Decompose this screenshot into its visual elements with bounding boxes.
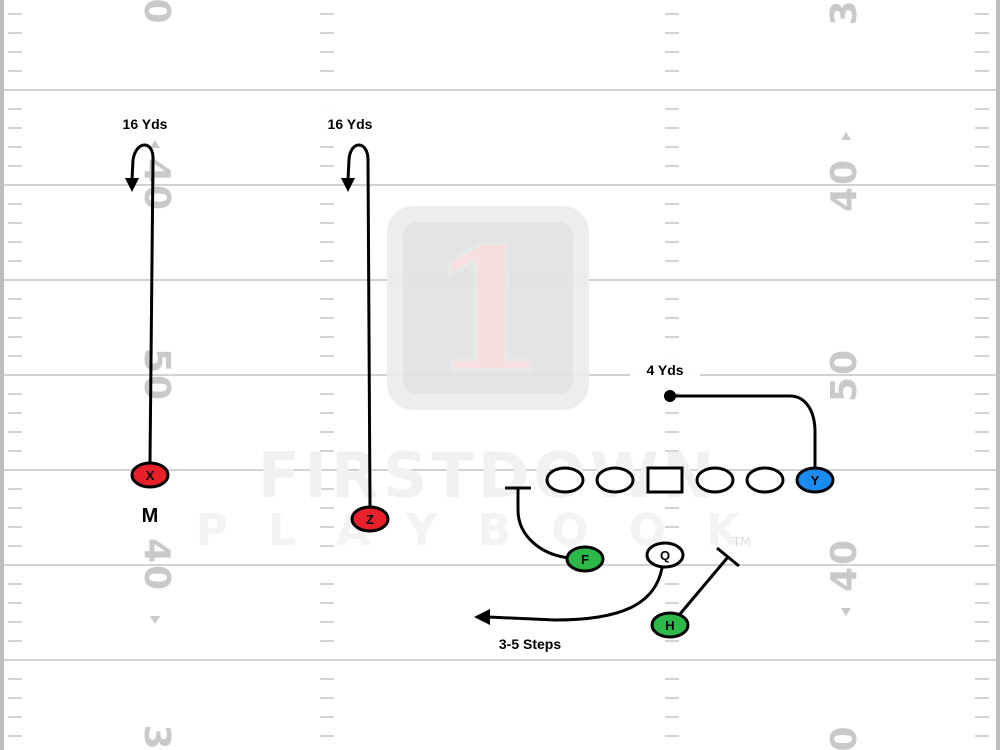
yard-number: 50: [824, 348, 865, 402]
lineman-left-tackle[interactable]: [545, 466, 585, 494]
x-route-label: 16 Yds: [123, 116, 168, 132]
qb-drop-label: 3-5 Steps: [499, 636, 561, 652]
route-labels: 16 Yds 16 Yds 4 Yds 3-5 Steps: [107, 108, 700, 658]
z-route: [346, 143, 372, 509]
position-tag: M: [142, 505, 159, 527]
player-y-marker[interactable]: [795, 466, 835, 494]
qb-drop-arrowhead: [474, 609, 490, 625]
player-y[interactable]: Y: [795, 466, 835, 494]
direction-arrow: [841, 132, 851, 140]
lineman-left-guard[interactable]: [595, 466, 635, 494]
direction-arrow: [150, 616, 160, 624]
yard-direction-arrows: [150, 132, 851, 624]
player-x[interactable]: X: [130, 461, 170, 489]
watermark-subtitle: PLAYBOOK: [196, 505, 780, 556]
player-h[interactable]: H: [650, 611, 690, 639]
player-x-marker[interactable]: [130, 461, 170, 489]
yard-number: 3: [136, 724, 177, 750]
player-q-marker[interactable]: [645, 541, 685, 569]
right-sideline: [996, 0, 1000, 750]
left-sideline: [0, 0, 4, 750]
direction-arrow: [841, 608, 851, 616]
label-bg: [482, 628, 580, 658]
h-block-route: [678, 556, 730, 615]
lineman-right-guard[interactable]: [695, 466, 735, 494]
yard-number: 0: [136, 0, 177, 26]
y-route: [668, 394, 817, 468]
z-route-arrowhead: [341, 178, 355, 192]
yard-number: 40: [136, 158, 177, 212]
y-route-endpoint: [664, 390, 676, 402]
player-h-marker[interactable]: [650, 611, 690, 639]
logo-digit: 1: [429, 211, 547, 411]
position-tag-bg: [125, 495, 175, 535]
lineman-center[interactable]: [646, 466, 684, 494]
watermark-trademark: TM: [732, 535, 751, 549]
x-route-arrowhead: [125, 178, 139, 192]
z-route-label: 16 Yds: [328, 116, 373, 132]
yard-number: 0: [824, 724, 865, 750]
player-z[interactable]: Z: [350, 505, 390, 533]
h-block-tee: [716, 546, 740, 568]
player-q[interactable]: Q: [645, 541, 685, 569]
logo-badge-inner: [403, 222, 573, 394]
yard-number: 40: [824, 158, 865, 212]
x-route: [130, 143, 155, 464]
player-f-marker[interactable]: [565, 545, 605, 573]
direction-arrow: [150, 140, 160, 148]
routes: [125, 143, 817, 625]
qb-drop-route: [486, 566, 664, 622]
yard-number: 40: [136, 538, 177, 592]
watermark-wordmark: FIRSTDOWN: [258, 439, 719, 512]
lineman-right-tackle[interactable]: [745, 466, 785, 494]
player-y-label: Y: [811, 473, 820, 488]
hash-marks: [8, 13, 989, 737]
player-h-label: H: [665, 618, 674, 633]
offensive-line: [545, 466, 785, 494]
yard-numbers-right: 3 40 50 40 0: [824, 0, 865, 750]
yard-number: 3: [824, 0, 865, 26]
yard-numbers-left: 0 40 50 40 3: [136, 0, 177, 750]
player-z-label: Z: [366, 512, 374, 527]
player-f[interactable]: F: [565, 545, 605, 573]
player-x-label: X: [146, 468, 155, 483]
y-route-label: 4 Yds: [646, 362, 683, 378]
label-bg: [107, 108, 183, 138]
yard-number: 50: [136, 348, 177, 402]
f-block-route: [516, 486, 572, 560]
yard-number: 40: [824, 538, 865, 592]
player-z-marker[interactable]: [350, 505, 390, 533]
player-f-label: F: [581, 552, 589, 567]
watermark-logo: 1: [387, 206, 589, 413]
player-q-label: Q: [660, 548, 670, 563]
label-bg: [312, 108, 388, 138]
label-bg: [630, 354, 700, 384]
